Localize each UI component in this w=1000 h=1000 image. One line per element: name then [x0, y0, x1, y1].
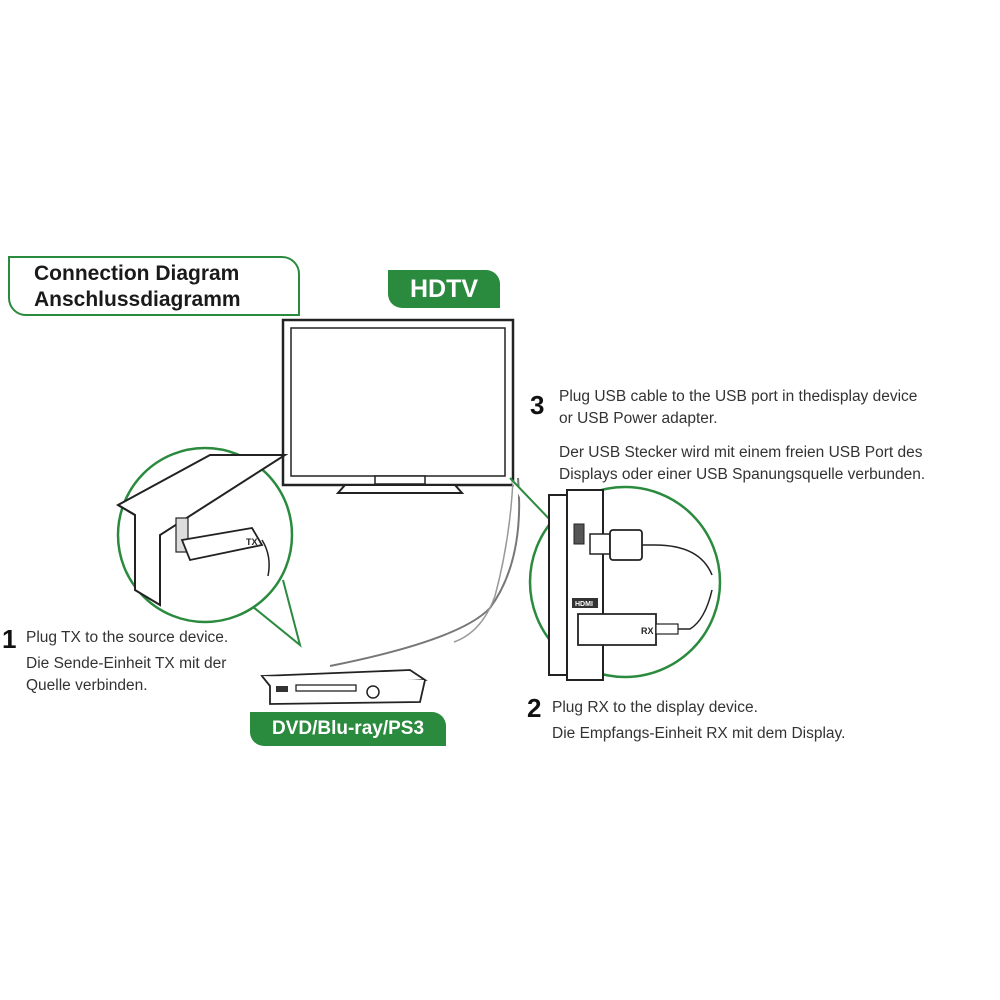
diagram-title-en: Connection Diagram	[34, 262, 240, 285]
tv-screen	[290, 327, 506, 477]
disc-slot	[295, 684, 357, 692]
panel-edge	[117, 504, 136, 516]
step-2-de-line1: Die Empfangs-Einheit RX mit dem Display.	[552, 725, 846, 742]
usb-plug-head	[589, 533, 611, 555]
usb-plug-body	[609, 529, 643, 561]
rx-connector	[655, 623, 679, 635]
tx-magnifier: TX	[115, 446, 302, 648]
source-device-label: DVD/Blu-ray/PS3	[250, 712, 446, 746]
hdmi-port-label	[572, 598, 598, 608]
step-2-en: Plug RX to the display device.	[552, 699, 758, 716]
rx-magnifier: HDMI RX	[509, 477, 722, 681]
step-2-number: 2	[527, 693, 542, 723]
diagram-title-box: Connection Diagram Anschlussdiagramm	[8, 256, 300, 316]
tx-cable	[261, 539, 270, 577]
tv-to-source-cable	[329, 477, 521, 667]
step-3-number: 3	[530, 390, 545, 420]
display-back-panel	[566, 489, 604, 681]
hdmi-mark: HDMI	[575, 601, 593, 608]
tv-stand	[335, 484, 465, 494]
step-1-number: 1	[2, 624, 17, 654]
step-1-de-line1: Die Sende-Einheit TX mit der	[26, 655, 227, 672]
step-1-en: Plug TX to the source device.	[26, 629, 229, 646]
hdtv-illustration	[281, 318, 515, 494]
tx-dongle	[180, 527, 264, 562]
diagram-title-de: Anschlussdiagramm	[34, 288, 241, 311]
front-panel-button	[276, 686, 288, 692]
step-1-text: Plug TX to the source device. Die Sende-…	[26, 627, 228, 697]
step-3-de-line2: Displays oder einer USB Spanungsquelle v…	[559, 466, 926, 483]
source-device-panel	[115, 454, 289, 607]
usb-cable-end	[642, 544, 713, 576]
display-side-panel	[548, 494, 568, 676]
rx-cable	[678, 589, 713, 630]
rx-mark: RX	[641, 626, 654, 636]
tv-neck	[374, 475, 426, 485]
step-3-en-line2: or USB Power adapter.	[559, 410, 718, 427]
hdtv-label: HDTV	[388, 270, 500, 308]
rx-dongle	[577, 613, 657, 646]
source-device-illustration	[260, 669, 428, 705]
step-2-text: Plug RX to the display device. Die Empfa…	[552, 697, 845, 745]
step-3-de-line1: Der USB Stecker wird mit einem freien US…	[559, 444, 923, 461]
step-1-de-line2: Quelle verbinden.	[26, 677, 148, 694]
usb-cable	[453, 479, 514, 643]
step-3-text: Plug USB cable to the USB port in thedis…	[559, 386, 925, 486]
power-knob	[366, 685, 380, 699]
tx-mark: TX	[246, 537, 258, 547]
usb-port	[573, 523, 585, 545]
step-3-en-line1: Plug USB cable to the USB port in thedis…	[559, 388, 918, 405]
